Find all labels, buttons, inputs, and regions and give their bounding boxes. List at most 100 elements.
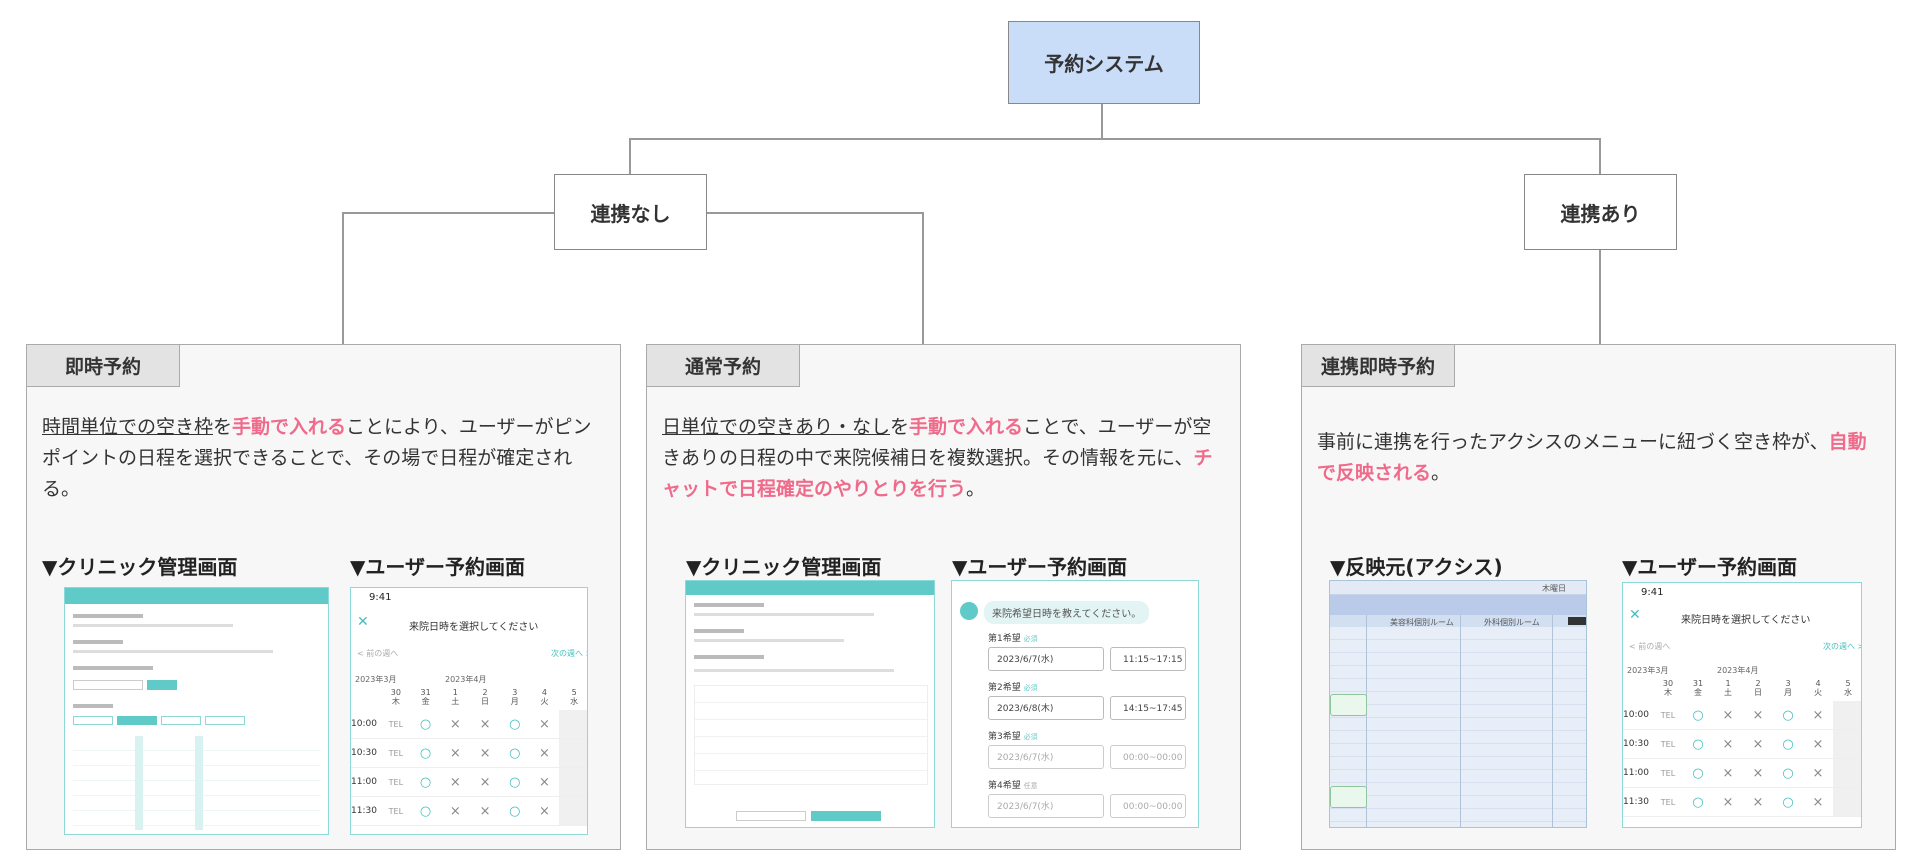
axis-column-label: 美容科個別ルーム <box>1390 618 1454 627</box>
slot-cell[interactable]: ○ <box>1782 707 1794 723</box>
slot-cell: × <box>1722 707 1734 723</box>
pref-time-field[interactable]: 11:15~17:15 <box>1110 647 1186 671</box>
connector <box>1599 250 1601 344</box>
month-label: 2023年4月 <box>1717 666 1759 675</box>
screen-title: 来院日時を選択してください <box>409 622 539 633</box>
pref-label: 第1希望 <box>988 634 1021 644</box>
slot-cell: × <box>1812 765 1824 781</box>
pref-time-field[interactable]: 00:00~00:00 <box>1110 745 1186 769</box>
desc-highlight: 自動で反映される <box>1317 431 1867 484</box>
slot-cell[interactable]: ○ <box>1782 736 1794 752</box>
axis-column-label: 外科個別ルーム <box>1484 618 1540 627</box>
next-week-link: 次の週へ > <box>1823 642 1862 651</box>
pref-date-field[interactable]: 2023/6/7(水) <box>988 647 1104 671</box>
pref-label: 第3希望 <box>988 732 1021 742</box>
pref-time-field[interactable]: 00:00~00:00 <box>1110 794 1186 818</box>
day-week: 木 <box>391 697 400 706</box>
slot-cell[interactable]: ○ <box>1692 765 1704 781</box>
slot-cell[interactable]: ○ <box>509 716 521 732</box>
time-label: 10:00 <box>351 719 377 729</box>
panel-tab-label: 連携即時予約 <box>1301 344 1455 387</box>
prev-week-link: < 前の週へ <box>1629 642 1671 651</box>
screenshot-title: ▼反映元(アクシス) <box>1330 555 1503 579</box>
day-week: 月 <box>1784 688 1792 697</box>
slot-cell: × <box>539 774 550 790</box>
day-num: 4 <box>541 688 547 697</box>
slot-cell: × <box>1722 765 1734 781</box>
desc-text: を <box>213 416 233 438</box>
slot-cell: × <box>479 803 491 819</box>
panel-tab-label: 通常予約 <box>646 344 800 387</box>
slot-cell: × <box>539 716 550 732</box>
slot-cell[interactable]: ○ <box>509 774 521 790</box>
slot-cell[interactable]: ○ <box>419 716 432 732</box>
day-week: 日 <box>1754 688 1762 697</box>
slot-cell[interactable]: ○ <box>419 803 432 819</box>
user-booking-screenshot: 9:41 ✕ 来院日時を選択してください < 前の週へ 次の週へ > 2023年… <box>350 587 588 835</box>
slot-cell[interactable]: ○ <box>1782 794 1794 810</box>
pref-date-field[interactable]: 2023/6/8(木) <box>988 696 1104 720</box>
desc-highlight: 手動で入れる <box>909 416 1024 438</box>
day-num: 1 <box>1725 679 1731 688</box>
slot-cell: × <box>479 716 491 732</box>
day-num: 30 <box>1662 679 1674 688</box>
slot-cell[interactable]: ○ <box>419 745 432 761</box>
next-week-link: 次の週へ > <box>551 649 587 658</box>
slot-cell: × <box>1722 794 1734 810</box>
month-label: 2023年3月 <box>355 675 397 684</box>
slot-cell[interactable]: ○ <box>419 774 432 790</box>
slot-cell: × <box>1812 794 1824 810</box>
day-num: 31 <box>1692 679 1704 688</box>
time-label: 10:30 <box>351 748 377 758</box>
day-num: 3 <box>1785 679 1791 688</box>
slot-cell[interactable]: ○ <box>1782 765 1794 781</box>
slot-cell[interactable]: ○ <box>1692 707 1704 723</box>
connector <box>629 138 1601 140</box>
slot-cell: × <box>479 745 491 761</box>
day-week: 月 <box>510 697 519 706</box>
panel-description: 事前に連携を行ったアクシスのメニューに紐づく空き枠が、自動で反映される。 <box>1317 427 1877 489</box>
desc-text: ことで、ユーザーが空きありの日程の中で来院候補日を複数選択。その情報を元に、 <box>662 416 1212 469</box>
day-week: 土 <box>1724 688 1732 697</box>
slot-cell: TEL <box>1660 710 1676 720</box>
slot-cell: TEL <box>388 719 404 729</box>
slot-cell: TEL <box>388 806 404 816</box>
day-week: 火 <box>540 697 549 706</box>
root-node: 予約システム <box>1008 21 1200 104</box>
pref-time-field[interactable]: 14:15~17:45 <box>1110 696 1186 720</box>
slot-cell: × <box>1752 736 1764 752</box>
connector <box>1599 138 1601 176</box>
slot-cell: × <box>1752 794 1764 810</box>
slot-cell: × <box>449 774 461 790</box>
chat-bubble: 来院希望日時を教えてください。 <box>984 601 1150 624</box>
close-icon: ✕ <box>357 614 369 630</box>
month-label: 2023年3月 <box>1627 666 1669 675</box>
slot-cell[interactable]: ○ <box>1692 736 1704 752</box>
day-num: 4 <box>1815 679 1821 688</box>
user-booking-screenshot: 9:41 ✕ 来院日時を選択してください < 前の週へ 次の週へ > 2023年… <box>1622 582 1862 828</box>
slot-cell[interactable]: ○ <box>509 745 521 761</box>
pref-label: 第2希望 <box>988 683 1021 693</box>
pref-date-field[interactable]: 2023/6/7(水) <box>988 794 1104 818</box>
day-num: 2 <box>482 688 488 697</box>
day-week: 金 <box>1694 688 1702 697</box>
day-num: 2 <box>1755 679 1761 688</box>
pref-label: 第4希望 <box>988 781 1021 791</box>
slot-cell: TEL <box>1660 739 1676 749</box>
slot-cell: × <box>479 774 491 790</box>
pref-date-field[interactable]: 2023/6/7(水) <box>988 745 1104 769</box>
time-label: 11:00 <box>351 777 377 787</box>
screenshot-title: ▼クリニック管理画面 <box>42 555 238 579</box>
screenshot-title: ▼ユーザー予約画面 <box>350 555 525 579</box>
desc-highlight: 手動で入れる <box>232 416 347 438</box>
slot-cell[interactable]: ○ <box>1692 794 1704 810</box>
desc-text: 。 <box>966 478 986 500</box>
required-badge: 必須 <box>1023 733 1038 741</box>
clinic-admin-screenshot <box>685 580 935 828</box>
slot-cell: × <box>449 803 461 819</box>
slot-cell[interactable]: ○ <box>509 803 521 819</box>
axis-source-screenshot: 木曜日 美容科個別ルーム 外科個別ルーム <box>1329 580 1587 828</box>
day-week: 火 <box>1814 688 1822 697</box>
day-num: 5 <box>571 688 577 697</box>
slot-cell: TEL <box>1660 797 1676 807</box>
